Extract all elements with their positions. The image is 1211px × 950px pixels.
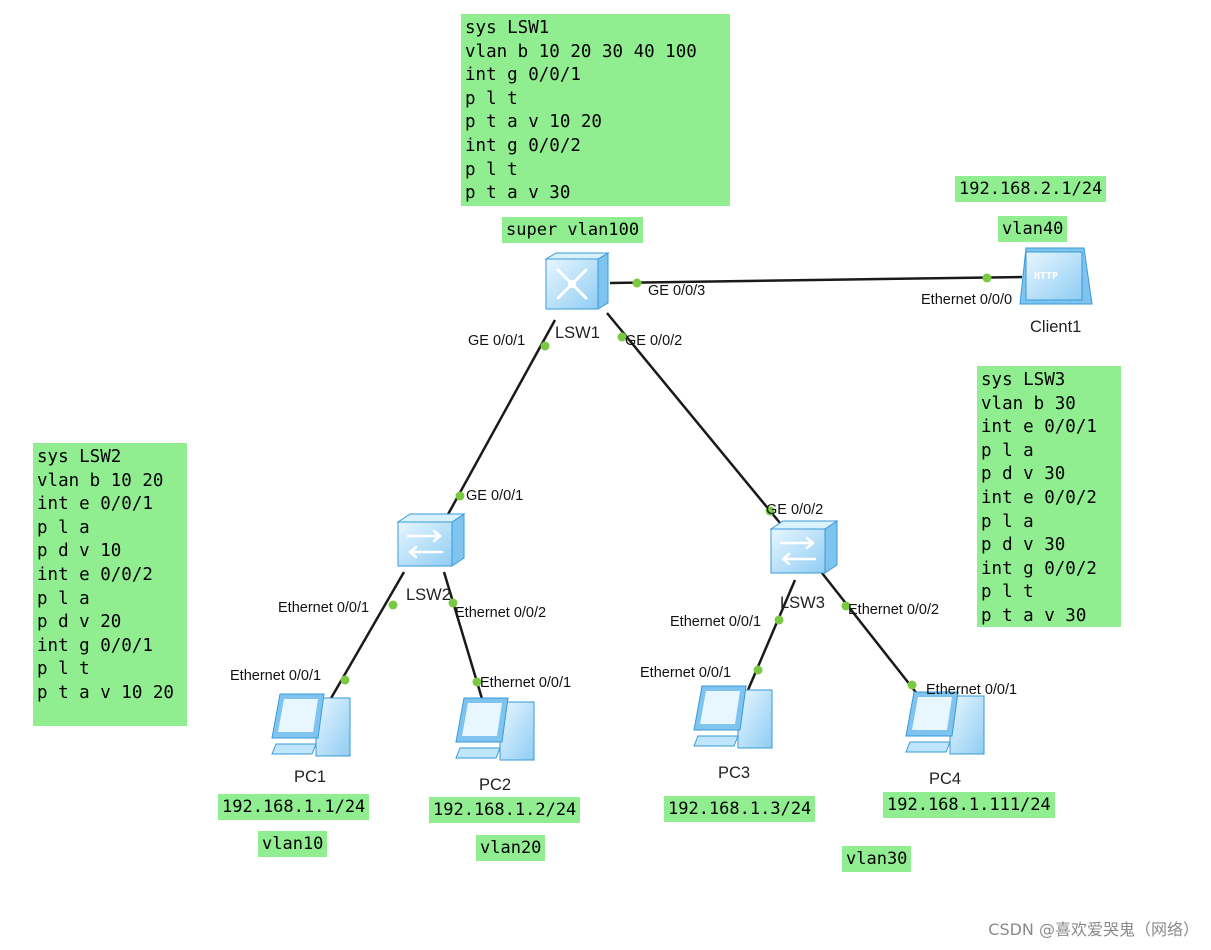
config-line: int e 0/0/1 <box>37 494 153 515</box>
pc-icon[interactable] <box>693 685 773 749</box>
port-label: GE 0/0/2 <box>625 333 683 349</box>
port-dot <box>340 675 350 685</box>
port-dot <box>841 601 851 611</box>
port-label: Ethernet 0/0/1 <box>278 600 370 616</box>
csdn-watermark: CSDN @喜欢爱哭鬼（网络） <box>988 920 1199 939</box>
lsw3-config-note: sys LSW3 vlan b 30 int e 0/0/1 p l a p d… <box>977 366 1121 627</box>
config-line: p t a v 10 20 <box>465 112 602 133</box>
config-line: p l t <box>37 659 90 680</box>
port-label: GE 0/0/1 <box>468 333 526 349</box>
pc1-ip-tag: 192.168.1.1/24 <box>218 794 370 820</box>
lsw2-config-note: sys LSW2 vlan b 10 20 int e 0/0/1 p l a … <box>33 443 187 726</box>
port-label: Ethernet 0/0/1 <box>230 668 322 684</box>
config-line: p l a <box>37 517 90 538</box>
config-line: int g 0/0/1 <box>465 65 581 86</box>
port-label: Ethernet 0/0/0 <box>921 292 1013 308</box>
config-line: int g 0/0/1 <box>37 635 153 656</box>
config-line: vlan b 10 20 <box>37 470 164 491</box>
config-line: p d v 10 <box>37 541 122 562</box>
config-line: p l a <box>37 588 90 609</box>
pc1-label: PC1 <box>294 768 327 786</box>
switch-icon[interactable] <box>769 520 839 574</box>
config-line: p t a v 10 20 <box>37 682 174 703</box>
config-line: p l t <box>981 582 1034 603</box>
config-line: p l t <box>465 88 518 109</box>
lsw1-label: LSW1 <box>555 324 600 342</box>
lsw3-label: LSW3 <box>780 594 825 612</box>
link-lsw1-client1 <box>609 275 1023 285</box>
port-label: Ethernet 0/0/1 <box>926 682 1018 698</box>
config-line: int e 0/0/1 <box>981 417 1097 438</box>
config-line: sys LSW2 <box>37 447 122 467</box>
config-line: p l t <box>465 159 518 180</box>
pc3-label: PC3 <box>718 764 751 782</box>
pc-icon[interactable] <box>905 691 985 755</box>
port-dot <box>540 341 550 351</box>
port-dot <box>632 278 642 288</box>
pc2-ip-tag: 192.168.1.2/24 <box>429 797 581 823</box>
config-line: int g 0/0/2 <box>981 558 1097 579</box>
port-label: GE 0/0/1 <box>466 488 524 504</box>
port-dot <box>982 273 992 283</box>
config-line: p t a v 30 <box>465 183 571 204</box>
client-vlan-tag: vlan40 <box>998 216 1068 242</box>
config-line: p d v 30 <box>981 535 1066 556</box>
svg-text:HTTP: HTTP <box>1034 271 1058 282</box>
pc2-label: PC2 <box>479 776 512 794</box>
pc-icon[interactable] <box>455 697 535 761</box>
port-dot <box>472 677 482 687</box>
config-line: vlan b 10 20 30 40 100 <box>465 41 697 62</box>
link-lsw1-lsw2 <box>444 319 557 519</box>
pc-icon[interactable] <box>271 693 351 757</box>
port-label: GE 0/0/3 <box>648 283 706 299</box>
link-lsw1-lsw3 <box>606 312 781 524</box>
links <box>328 275 1023 703</box>
config-line: p l a <box>981 511 1034 532</box>
port-dot <box>388 600 398 610</box>
port-dot <box>765 506 775 516</box>
port-dot <box>617 332 627 342</box>
client-icon[interactable]: HTTP <box>1019 247 1093 305</box>
config-line: vlan b 30 <box>981 393 1076 414</box>
port-dot <box>448 598 458 608</box>
vlan30-tag: vlan30 <box>842 846 912 872</box>
link-lsw3-pc4 <box>821 572 919 696</box>
port-label: Ethernet 0/0/1 <box>670 614 762 630</box>
pc4-ip-tag: 192.168.1.111/24 <box>883 792 1055 818</box>
switch-icon[interactable] <box>396 513 466 567</box>
client1-label: Client1 <box>1030 318 1082 336</box>
port-dot <box>455 491 465 501</box>
port-label: Ethernet 0/0/2 <box>848 602 940 618</box>
port-label: Ethernet 0/0/1 <box>480 675 572 691</box>
config-line: int e 0/0/2 <box>37 564 153 585</box>
port-dots <box>340 273 992 690</box>
port-label: Ethernet 0/0/1 <box>640 665 732 681</box>
pc1-vlan-tag: vlan10 <box>258 831 328 857</box>
config-line: p t a v 30 <box>981 605 1087 626</box>
lsw1-config-note: sys LSW1 vlan b 10 20 30 40 100 int g 0/… <box>461 14 730 206</box>
config-line: p d v 20 <box>37 612 122 633</box>
config-line: int e 0/0/2 <box>981 487 1097 508</box>
lsw2-label: LSW2 <box>406 586 451 604</box>
config-line: int g 0/0/2 <box>465 135 581 156</box>
config-line: p l a <box>981 440 1034 461</box>
config-line: sys LSW3 <box>981 370 1066 390</box>
pc4-label: PC4 <box>929 770 962 788</box>
config-line: sys LSW1 <box>465 18 550 38</box>
port-label: Ethernet 0/0/2 <box>455 605 547 621</box>
pc2-vlan-tag: vlan20 <box>476 835 546 861</box>
core-switch-icon[interactable] <box>544 252 610 310</box>
port-dot <box>774 615 784 625</box>
pc3-ip-tag: 192.168.1.3/24 <box>664 796 816 822</box>
super-vlan-tag: super vlan100 <box>502 217 644 243</box>
client-ip-tag: 192.168.2.1/24 <box>955 176 1107 202</box>
config-line: p d v 30 <box>981 464 1066 485</box>
port-dot <box>907 680 917 690</box>
port-dot <box>753 665 763 675</box>
port-label: GE 0/0/2 <box>766 502 824 518</box>
